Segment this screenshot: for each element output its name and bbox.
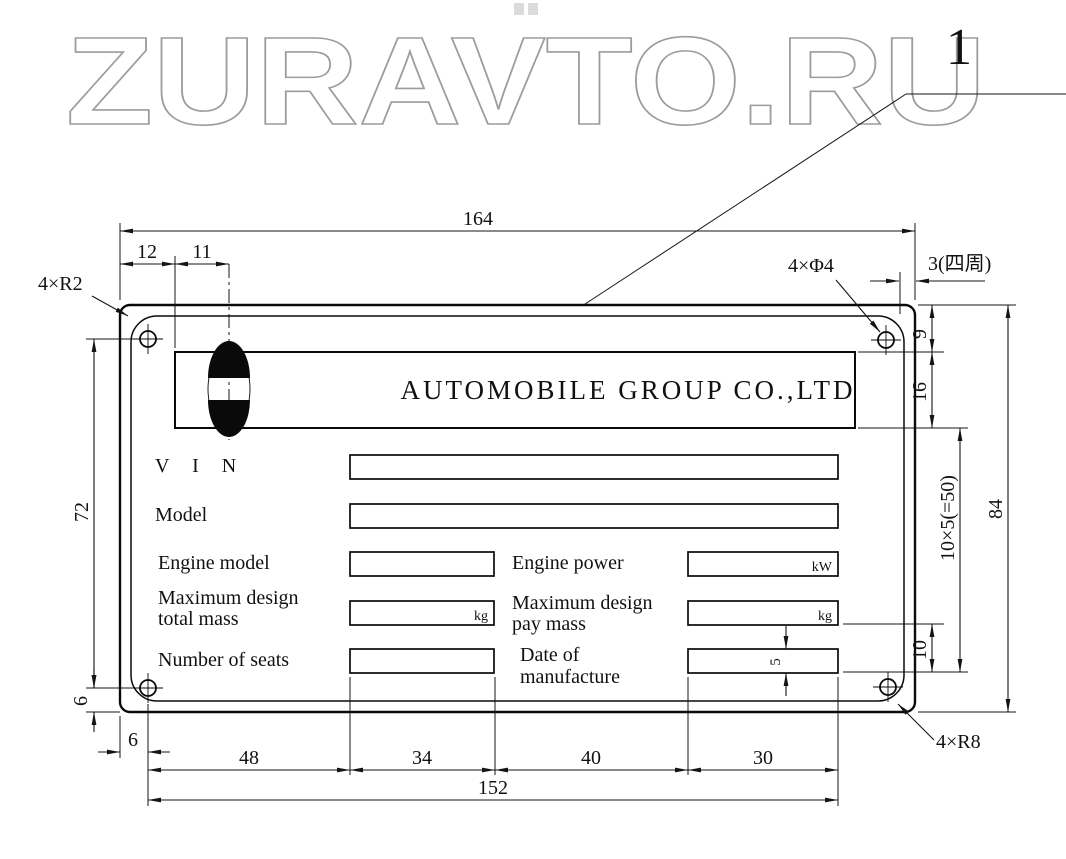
dim-left-6: 6 [70,668,120,732]
dim-text-48: 48 [239,747,259,769]
model-label: Model [155,504,208,526]
max-pay-mass-field-box [687,600,839,626]
dim-left-72: 72 [71,338,133,689]
dim-bottom-6: 6 [98,704,170,806]
max-pay-mass-unit: kg [818,609,832,624]
logo-mark [207,264,251,440]
max-total-mass-field-box [349,600,495,626]
dim-right-9-16: 9 16 [858,304,1016,429]
vin-field-box [349,454,839,480]
callout-1: 1 [581,19,1066,307]
dim-holes-phi4: 4×Φ4 [788,255,881,333]
engine-model-field-box [349,551,495,577]
dim-text-30: 30 [753,747,773,769]
dim-text-6-left: 6 [70,696,92,706]
dim-text-4xr8: 4×R8 [936,731,981,753]
dim-row-10: 10 [843,623,944,672]
plate-inner-border [130,315,905,702]
hole-top-right [871,325,901,355]
dim-text-3-perimeter: 3(四周) [928,253,991,275]
dim-text-4xr2: 4×R2 [38,273,83,295]
engine-power-label: Engine power [512,552,624,574]
plate-outline [118,303,917,714]
vin-label: V I N [155,455,245,477]
dim-text-12: 12 [137,241,157,263]
dim-text-34: 34 [412,747,432,769]
max-pay-mass-label-line1: Maximum design [512,592,653,614]
dim-text-152: 152 [478,777,508,799]
top-center-mark [514,3,524,15]
logo-bottom-crescent [208,400,250,437]
dimensions: 164 12 11 4×R2 4×Φ4 3(四周) [38,208,1016,806]
engine-model-label: Engine model [158,552,270,574]
engine-power-field-box [687,551,839,577]
dim-bottom-segments: 48 34 40 30 [148,677,839,806]
dim-border-3: 3(四周) [870,253,991,314]
dim-text-16: 16 [909,382,931,402]
dim-text-6-bottom: 6 [128,729,138,751]
dim-text-40: 40 [581,747,601,769]
engine-power-unit: kW [812,560,833,575]
company-name: AUTOMOBILE GROUP CO.,LTD [400,375,855,405]
date-label-line1: Date of [520,644,580,666]
plate-outer-border [118,303,917,714]
date-label-line2: manufacture [520,666,620,688]
max-pay-mass-label-line2: pay mass [512,613,586,635]
watermark: ZURAVTO.RU [65,3,987,152]
max-total-mass-label-line2: total mass [158,608,239,630]
max-total-mass-unit: kg [474,609,488,624]
watermark-text: ZURAVTO.RU [66,12,986,151]
seats-field-box [349,648,495,674]
callout-number: 1 [946,19,972,76]
dim-12-11: 12 11 [120,241,229,348]
dim-text-5: 5 [768,658,784,666]
dim-box-height-5: 5 [768,626,789,696]
mounting-holes [133,324,903,703]
field-rows: V I N Model Engine model Engine power kW… [155,454,839,688]
callout-leader-line [581,93,907,307]
dim-text-72: 72 [71,502,93,522]
dim-height-84: 84 [918,305,1016,713]
hole-bottom-right [873,672,903,702]
hole-top-left [133,324,163,354]
seats-label: Number of seats [158,649,289,671]
dim-text-164: 164 [463,208,493,230]
dim-text-4xphi4: 4×Φ4 [788,255,834,277]
dim-text-84: 84 [985,499,1007,519]
dim-text-9: 9 [909,329,931,339]
logo-top-crescent [208,341,250,378]
dim-corner-r2: 4×R2 [38,273,129,317]
title-bar: AUTOMOBILE GROUP CO.,LTD [174,264,856,440]
dim-text-11: 11 [192,241,211,263]
dim-width-164: 164 [119,208,916,300]
model-field-box [349,503,839,529]
dim-text-10: 10 [909,640,931,660]
dim-corner-r8: 4×R8 [897,703,981,753]
dim-row-pitch: 10×5(=50) [843,428,968,673]
dim-text-10x5: 10×5(=50) [937,475,959,561]
company-name-box [174,351,856,429]
top-center-mark [528,3,538,15]
hole-bottom-left [133,673,163,703]
dim-width-152: 152 [148,777,838,803]
date-field-box [687,648,839,674]
max-total-mass-label-line1: Maximum design [158,587,299,609]
